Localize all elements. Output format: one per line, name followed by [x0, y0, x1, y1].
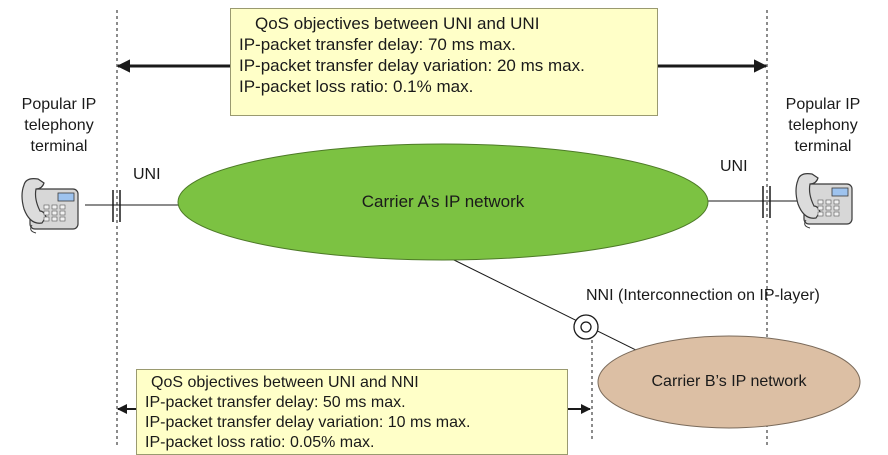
qos-box-uni-nni: QoS objectives between UNI and NNI IP-pa… — [136, 369, 568, 455]
qos-line-variation: IP-packet transfer delay variation: 20 m… — [239, 56, 585, 75]
network-a-label: Carrier A’s IP network — [361, 192, 525, 211]
qos-box-heading: QoS objectives between UNI and NNI — [151, 374, 419, 391]
network-b-shape — [597, 335, 861, 429]
qos-line-delay: IP-packet transfer delay: 70 ms max. — [239, 35, 516, 54]
terminal-label-line: telephony — [788, 117, 858, 134]
qos-line-delay: IP-packet transfer delay: 50 ms max. — [145, 394, 406, 411]
nni-label: NNI (Interconnection on IP-layer) — [586, 287, 820, 304]
terminal-label-line: telephony — [24, 117, 94, 134]
qos-line-loss: IP-packet loss ratio: 0.1% max. — [239, 77, 474, 96]
qos-line-variation: IP-packet transfer delay variation: 10 m… — [145, 414, 471, 431]
uni-label-right: UNI — [720, 158, 748, 175]
terminal-label-left: Popular IP telephony terminal — [0, 94, 118, 157]
terminal-label-line: Popular IP — [21, 96, 97, 113]
terminal-label-line: terminal — [794, 138, 852, 155]
qos-line-loss: IP-packet loss ratio: 0.05% max. — [145, 434, 375, 451]
connector-icon — [112, 190, 121, 222]
terminal-label-line: Popular IP — [785, 96, 861, 113]
telephone-icon — [21, 178, 79, 234]
qos-box-heading: QoS objectives between UNI and UNI — [255, 14, 540, 33]
uni-label-left: UNI — [133, 166, 161, 183]
network-a-shape — [177, 143, 709, 261]
connector-icon — [762, 186, 771, 218]
link-a-to-b — [449, 257, 641, 353]
qos-box-uni-uni: QoS objectives between UNI and UNI IP-pa… — [230, 8, 658, 116]
network-b-label: Carrier B’s IP network — [651, 373, 807, 390]
terminal-label-line: terminal — [30, 138, 88, 155]
nni-point-icon — [573, 314, 599, 340]
telephone-icon — [795, 173, 853, 229]
terminal-label-right: Popular IP telephony terminal — [758, 94, 888, 157]
